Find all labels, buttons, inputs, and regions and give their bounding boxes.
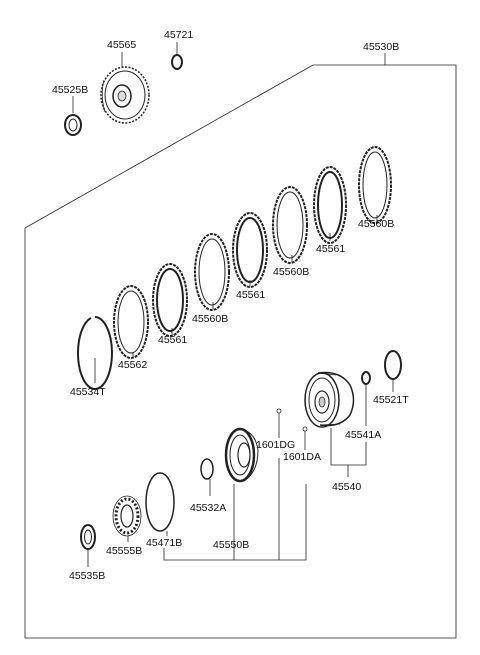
label-snap-ring-small: 45521T bbox=[373, 394, 409, 406]
label-friction-disc-1: 45561 bbox=[316, 243, 345, 255]
drive-gear bbox=[100, 66, 150, 124]
clutch-plate-stack bbox=[76, 146, 392, 390]
steel-plate-1 bbox=[358, 146, 392, 224]
steel-plate-3 bbox=[194, 233, 230, 311]
bracket-clutch-assembly bbox=[330, 428, 367, 466]
label-drive-gear: 45565 bbox=[107, 39, 136, 51]
assembly-boundary bbox=[24, 64, 457, 639]
label-snap-ring-top: 45721 bbox=[164, 29, 193, 41]
seal-dot-da bbox=[302, 426, 308, 432]
steel-plate-2 bbox=[272, 186, 308, 264]
label-snap-ring-mid: 45532A bbox=[190, 502, 226, 514]
label-steel-plate-1: 45560B bbox=[358, 218, 394, 230]
label-clutch-assembly: 45540 bbox=[332, 481, 361, 493]
clutch-drum bbox=[304, 371, 355, 428]
snap-ring-top bbox=[171, 54, 183, 70]
piston bbox=[224, 427, 259, 483]
snap-ring-large bbox=[76, 316, 113, 390]
snap-ring-mid bbox=[200, 458, 214, 480]
thrust-washer-bottom bbox=[80, 524, 96, 550]
label-friction-disc-2: 45561 bbox=[236, 289, 265, 301]
label-assembly-group: 45530B bbox=[363, 41, 399, 53]
snap-ring-small bbox=[384, 350, 402, 380]
label-bearing: 45555B bbox=[106, 545, 142, 557]
label-snap-ring-large: 45534T bbox=[70, 386, 106, 398]
friction-disc-2 bbox=[232, 212, 268, 288]
retainer-ring bbox=[361, 371, 371, 385]
label-pressure-plate: 45562 bbox=[118, 359, 147, 371]
label-friction-disc-3: 45561 bbox=[158, 334, 187, 346]
label-steel-plate-3: 45560B bbox=[192, 313, 228, 325]
label-retainer: 45541A bbox=[345, 429, 381, 441]
seal-dot-dg bbox=[276, 408, 282, 414]
spring-retainer bbox=[145, 472, 175, 532]
bracket-piston-assembly bbox=[163, 484, 307, 561]
thrust-washer-top bbox=[64, 114, 82, 136]
label-thrust-washer-top: 45525B bbox=[52, 84, 88, 96]
friction-disc-1 bbox=[313, 166, 347, 244]
label-thrust-washer-bottom: 45535B bbox=[69, 570, 105, 582]
pressure-plate bbox=[113, 285, 149, 359]
label-piston-seal-dg: 1601DG bbox=[256, 439, 295, 451]
label-steel-plate-2: 45560B bbox=[273, 266, 309, 278]
friction-disc-3 bbox=[152, 263, 188, 337]
label-piston-seal-da: 1601DA bbox=[283, 451, 321, 463]
label-spring-retainer: 45471B bbox=[146, 537, 182, 549]
label-piston-assembly: 45550B bbox=[213, 539, 249, 551]
bearing bbox=[112, 495, 142, 537]
